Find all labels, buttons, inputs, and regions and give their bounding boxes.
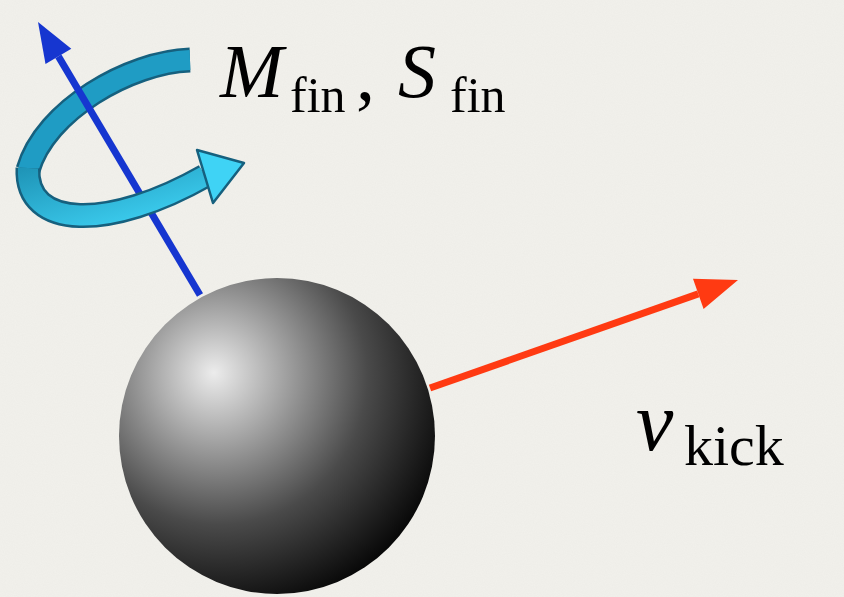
spin-ribbon-front <box>28 168 205 216</box>
separator: , <box>356 36 375 112</box>
spin-ribbon-back <box>28 60 190 170</box>
black-hole-sphere <box>119 278 435 594</box>
kick-arrow <box>430 294 698 388</box>
spin-ribbon-front-edge <box>28 168 205 216</box>
subscript: kick <box>684 417 784 475</box>
spin-ribbon-head <box>197 150 244 203</box>
spin-axis-head <box>38 22 71 64</box>
spin-axis <box>58 56 200 295</box>
spin-ribbon-back-edge <box>28 60 190 170</box>
mass-symbol: M <box>220 33 283 109</box>
kick-arrow-head <box>693 279 738 309</box>
subscript: fin <box>290 70 346 120</box>
subscript: fin <box>450 70 506 120</box>
